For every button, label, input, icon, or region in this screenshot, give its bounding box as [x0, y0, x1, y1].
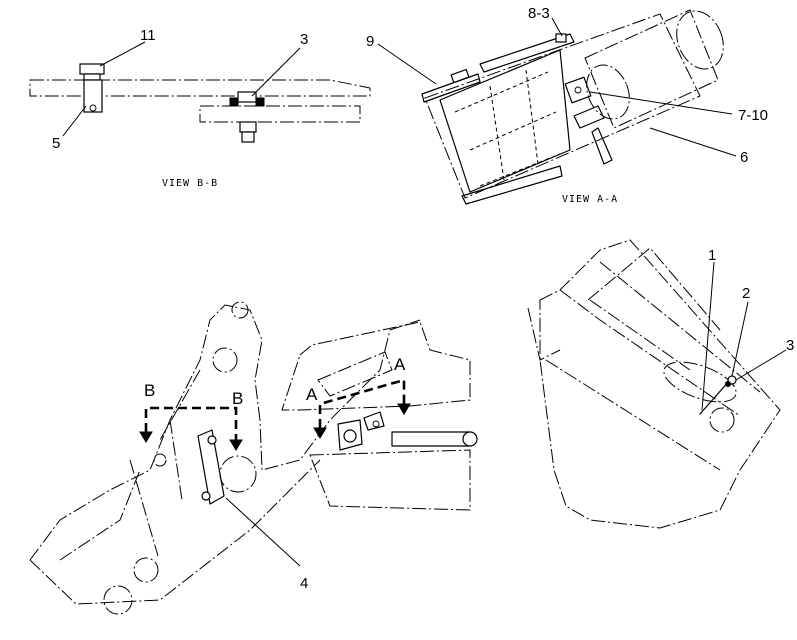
view-aa-label: VIEW A-A [562, 194, 618, 205]
callout-6: 6 [740, 149, 748, 166]
callout-1: 1 [708, 247, 716, 264]
callout-8-3: 8-3 [528, 5, 550, 22]
view-bb-label: VIEW B-B [162, 178, 218, 189]
callout-2: 2 [742, 285, 750, 302]
view-aa-detail: 8-3 9 7-10 6 VIEW A-A [366, 5, 768, 205]
section-marker-b-right: B [232, 389, 243, 408]
bolt-11 [79, 63, 105, 113]
callout-5: 5 [52, 135, 60, 152]
callout-3-top: 3 [300, 31, 308, 48]
bucket-assembly: 1 2 3 [527, 239, 794, 529]
bolt-3-view-bb [229, 91, 265, 143]
callout-3-right: 3 [786, 337, 794, 354]
callout-11: 11 [140, 27, 156, 44]
section-marker-a-left: A [306, 385, 318, 404]
section-marker-a-right: A [394, 355, 406, 374]
callout-4: 4 [300, 575, 308, 592]
callout-9: 9 [366, 33, 374, 50]
section-marker-b-left: B [144, 381, 155, 400]
view-bb-detail: 11 3 5 VIEW B-B [29, 27, 371, 189]
loader-arm-assembly: B B A A 4 [29, 301, 478, 615]
callout-7-10: 7-10 [738, 107, 768, 124]
